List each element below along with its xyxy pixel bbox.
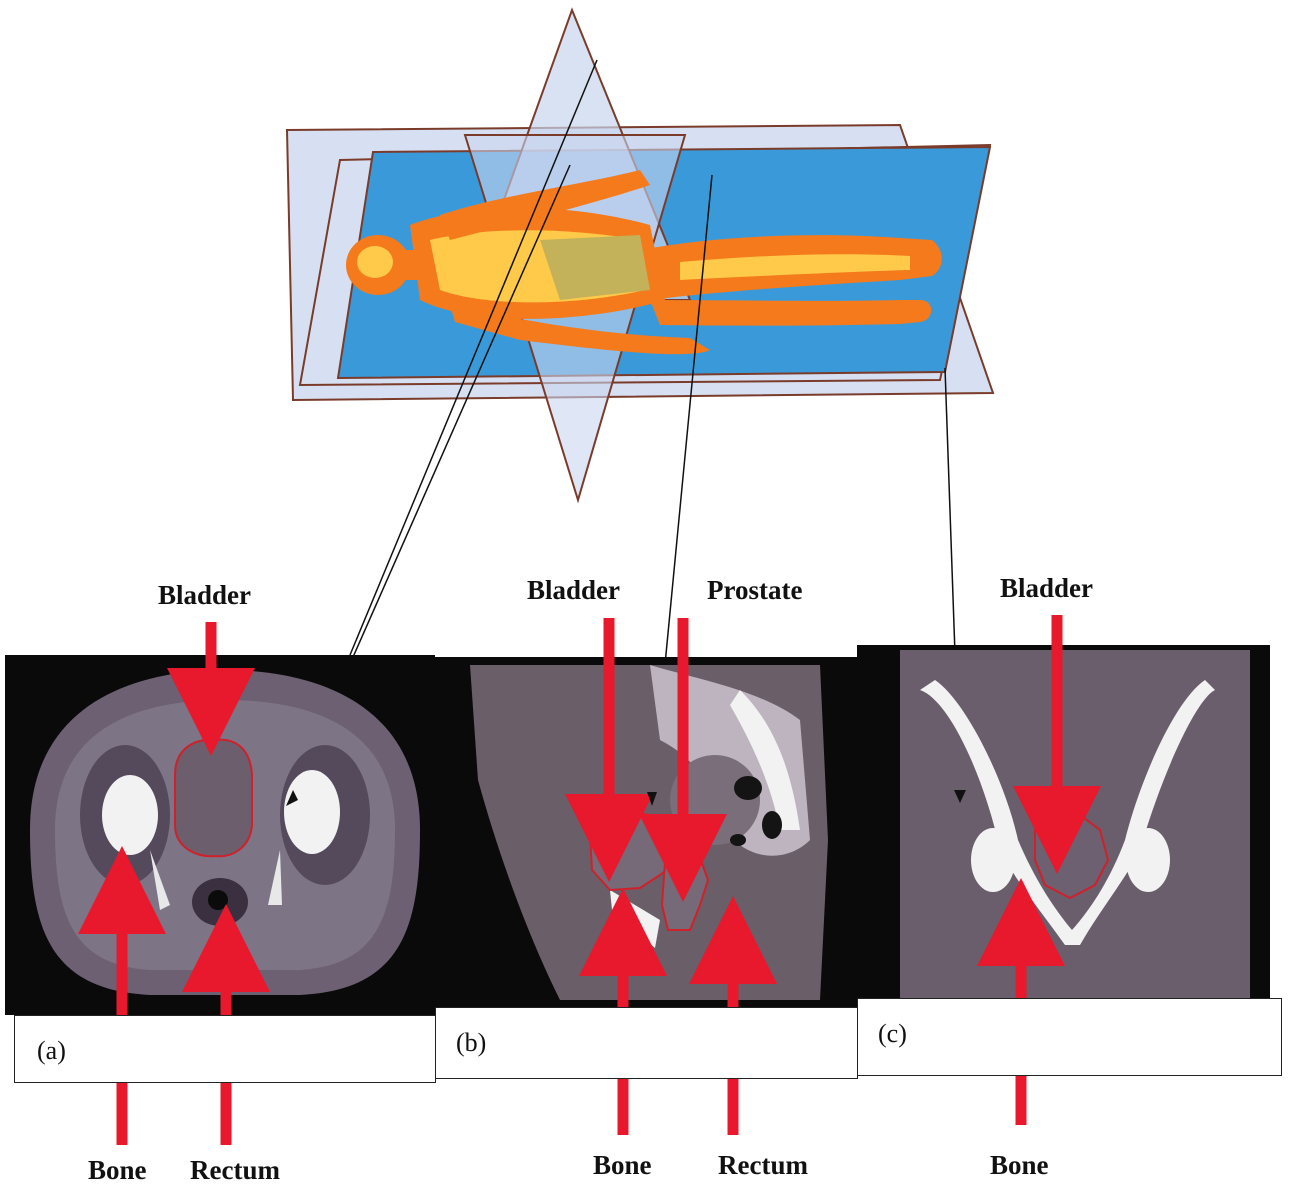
label-bone-c: Bone bbox=[990, 1150, 1049, 1181]
label-bone-b: Bone bbox=[593, 1150, 652, 1181]
caption-box-a: (a) bbox=[14, 1015, 436, 1083]
label-bone-a: Bone bbox=[88, 1155, 147, 1186]
caption-b: (b) bbox=[456, 1028, 486, 1058]
label-bladder-a: Bladder bbox=[158, 580, 251, 611]
panel-b-sagittal-scan bbox=[435, 657, 857, 1007]
label-rectum-b: Rectum bbox=[718, 1150, 808, 1181]
label-bladder-c: Bladder bbox=[1000, 573, 1093, 604]
bladder-contour-a bbox=[175, 740, 252, 857]
panel-c-coronal-scan bbox=[857, 645, 1270, 1000]
label-bladder-b: Bladder bbox=[527, 575, 620, 606]
caption-a: (a) bbox=[37, 1036, 66, 1066]
caption-box-c: (c) bbox=[857, 998, 1282, 1076]
label-prostate-b: Prostate bbox=[707, 575, 802, 606]
label-rectum-a: Rectum bbox=[190, 1155, 280, 1186]
caption-box-b: (b) bbox=[435, 1007, 858, 1079]
panel-a-axial-scan bbox=[5, 655, 435, 1015]
caption-c: (c) bbox=[878, 1019, 907, 1049]
